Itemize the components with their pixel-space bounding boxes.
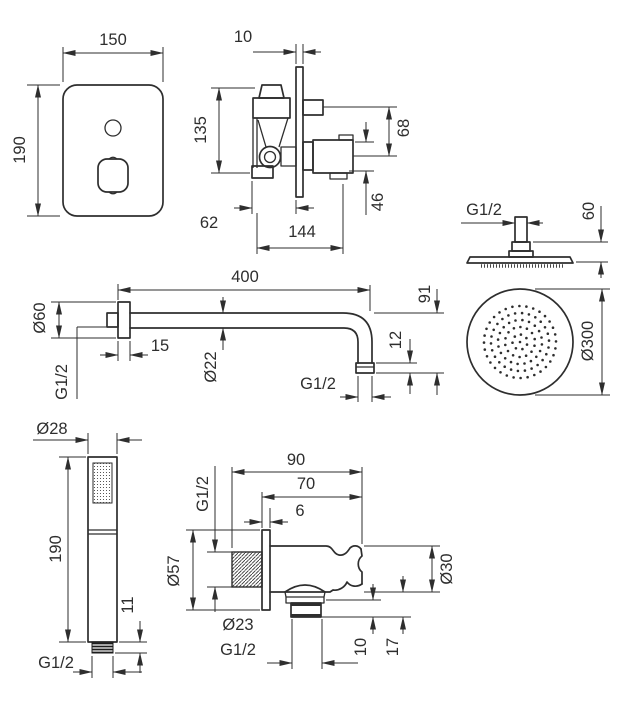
mixer-valve-view: 10 135 68 46 62 144 — [192, 28, 413, 254]
dim-arm-thread-length: 12 — [387, 331, 405, 349]
ceiling-pipe — [514, 216, 528, 243]
elbow-body-bottom — [269, 581, 363, 593]
control-plate-outline — [62, 84, 164, 217]
hand-shower-spray-face — [92, 462, 113, 504]
control-plate-view: 150 190 — [11, 31, 164, 217]
dim-elbow-plate-thickness: 6 — [295, 502, 304, 520]
arm-end-thread — [355, 362, 375, 374]
dim-elbow-body-depth: 70 — [297, 475, 315, 493]
elbow-body-top — [269, 545, 362, 556]
hand-shower-view: Ø28 190 11 G1/2 — [33, 420, 147, 678]
diverter-stem — [302, 99, 324, 116]
elbow-escutcheon — [261, 529, 271, 611]
dim-elbow-depth: 90 — [287, 451, 305, 469]
arm-wall-connector — [106, 312, 119, 328]
shower-arm-view: 400 Ø60 G1/2 15 Ø22 91 12 — [31, 268, 444, 402]
dim-elbow-holder-diameter: Ø30 — [438, 553, 456, 584]
dim-arm-end-thread: G1/2 — [300, 375, 336, 393]
dim-elbow-outlet-thread: G1/2 — [220, 641, 256, 659]
dim-hand-thread: G1/2 — [38, 654, 74, 672]
dim-arm-flange-diameter: Ø60 — [31, 302, 49, 333]
dim-arm-drop: 91 — [416, 285, 434, 303]
dim-head-thread: G1/2 — [466, 201, 502, 219]
head-disc-front — [466, 288, 574, 396]
dim-elbow-ring-height: 10 — [352, 638, 370, 656]
arm-flange — [117, 301, 131, 339]
dim-hand-diameter: Ø28 — [36, 420, 67, 438]
arm-tube-outer — [129, 312, 373, 364]
dim-valve-height: 135 — [192, 116, 210, 144]
dim-valve-spout-height: 46 — [369, 193, 387, 211]
nozzle-dots — [482, 304, 558, 380]
hand-shower-thread — [91, 641, 114, 654]
dim-valve-outlet-offset: 68 — [395, 119, 413, 137]
dim-arm-tube-diameter: Ø22 — [202, 351, 220, 382]
dim-valve-plate-thickness: 10 — [234, 28, 252, 46]
spout-body — [312, 139, 354, 174]
wall-elbow-view: 90 70 6 G1/2 Ø23 Ø57 Ø30 10 — [165, 451, 456, 669]
diverter-button — [104, 119, 122, 137]
dim-valve-width: 144 — [288, 223, 316, 241]
dim-hand-thread-length: 11 — [119, 596, 137, 613]
dim-plate-height: 190 — [11, 136, 29, 164]
mixer-knob — [97, 158, 129, 193]
head-disc-side — [466, 256, 574, 264]
elbow-wall-thread — [231, 551, 263, 588]
shower-head-front-view: Ø300 — [466, 288, 610, 396]
dim-elbow-wall-thread: G1/2 — [194, 476, 212, 512]
outlet-dome — [284, 584, 326, 593]
inlet-port — [258, 145, 282, 169]
dim-valve-depth: 62 — [200, 214, 218, 232]
dim-elbow-outlet-height: 17 — [384, 638, 402, 656]
nozzle-row — [479, 264, 563, 268]
dim-elbow-escutcheon-diameter: Ø57 — [165, 555, 183, 586]
dim-plate-width: 150 — [99, 31, 127, 49]
cartridge-cap — [258, 84, 285, 99]
dim-elbow-thread-diameter: Ø23 — [222, 616, 253, 634]
wall-plate — [295, 66, 304, 198]
holder-front-edge — [357, 548, 363, 585]
dim-arm-length: 400 — [231, 268, 259, 286]
dim-head-diameter: Ø300 — [579, 321, 597, 361]
dim-head-height: 60 — [580, 202, 598, 220]
dim-arm-flange-depth: 15 — [151, 337, 169, 355]
dim-arm-wall-thread: G1/2 — [53, 364, 71, 400]
dim-hand-length: 190 — [47, 535, 65, 563]
shower-head-side-view: G1/2 60 — [461, 201, 608, 278]
